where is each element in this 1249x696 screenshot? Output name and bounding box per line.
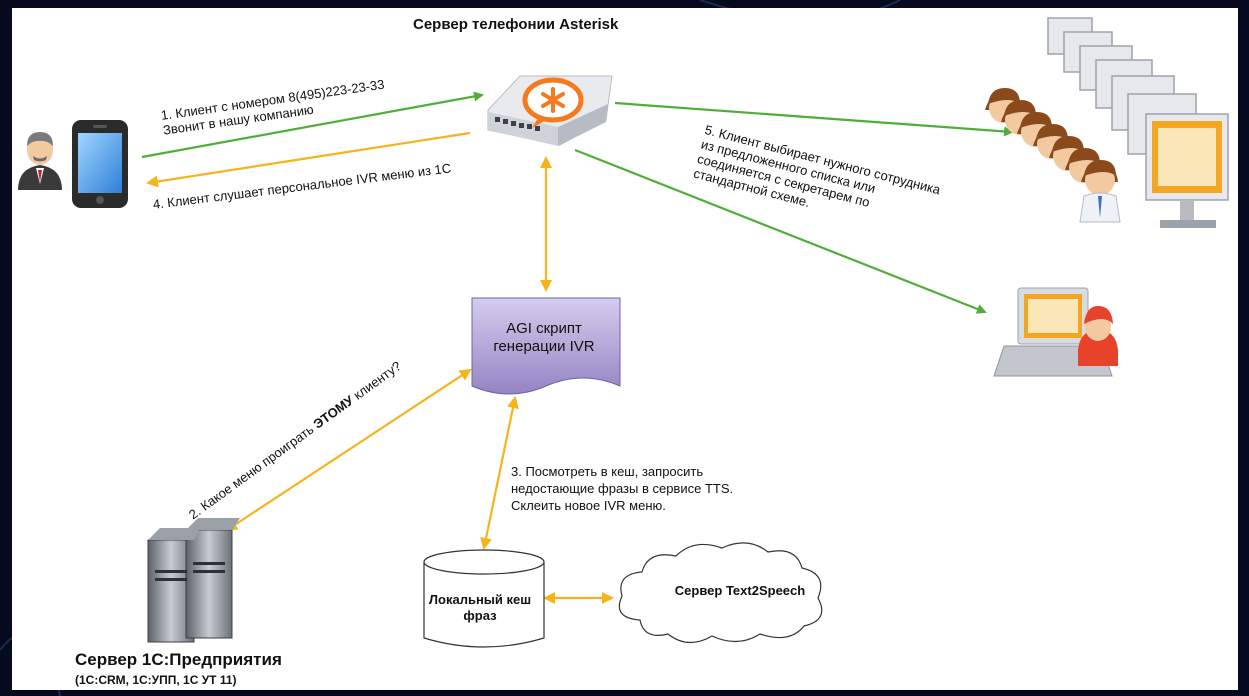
arrow-agi-1c xyxy=(225,368,472,532)
arrow-step4 xyxy=(146,131,471,188)
asterisk-router-icon xyxy=(487,75,613,146)
step3-label: 3. Посмотреть в кеш, запросить недостающ… xyxy=(511,464,734,513)
server-1c-label: Сервер 1С:Предприятия xyxy=(75,650,282,669)
database-cylinder-icon xyxy=(423,549,545,648)
tts-server-label: Сервер Text2Speech xyxy=(674,583,806,598)
person-icon xyxy=(18,132,62,190)
agi-script-label: AGI скрипт генерации IVR xyxy=(493,320,595,355)
local-cache-label: Локальный кеш фраз xyxy=(428,592,532,623)
secretary-laptop-icon xyxy=(993,287,1118,377)
smartphone-icon xyxy=(72,120,128,208)
agi-document-shape xyxy=(471,297,621,395)
arrow-agi-cache xyxy=(480,396,519,550)
operator-people xyxy=(985,88,1121,223)
arrow-step1 xyxy=(141,91,484,159)
diagram-title: Сервер телефонии Asterisk xyxy=(413,16,619,33)
arrow-to-operators xyxy=(614,101,1014,137)
server-1c-products: (1С:CRM, 1С:УПП, 1С УТ 11) xyxy=(75,673,237,687)
arrow-to-secretary xyxy=(574,148,987,314)
server-rack-icon xyxy=(147,518,240,643)
cloud-icon xyxy=(618,542,823,644)
operators-workstations-icon xyxy=(985,17,1229,228)
